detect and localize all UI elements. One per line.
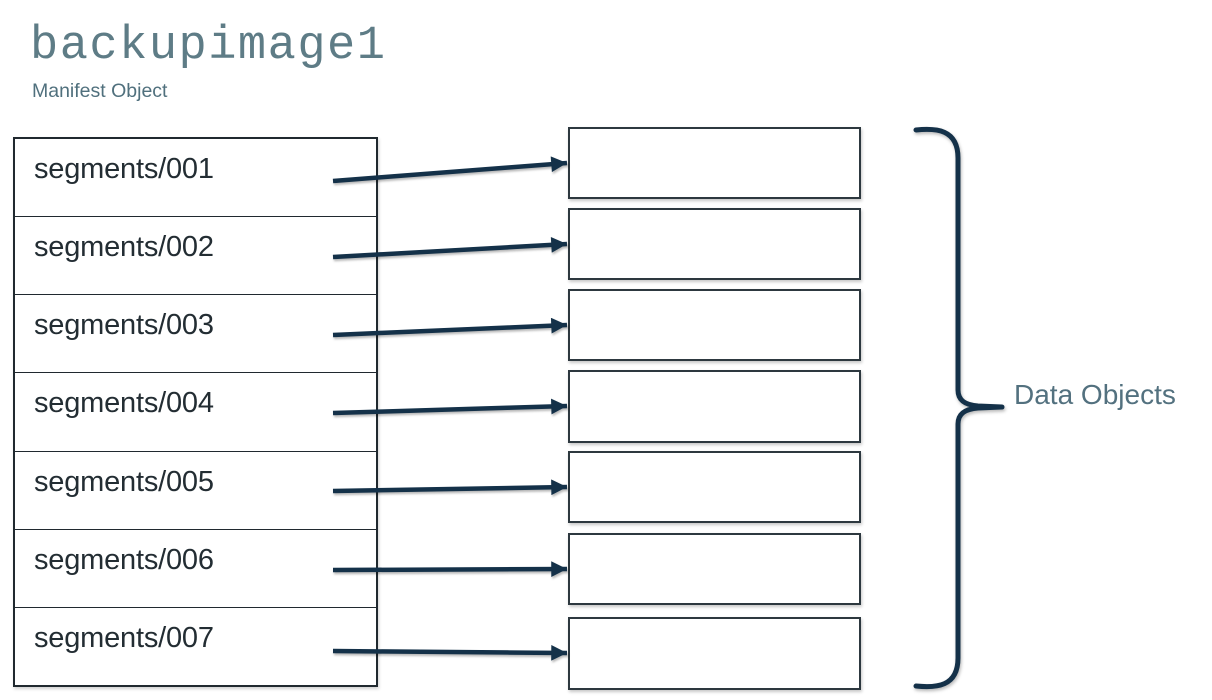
manifest-row-label: segments/005 <box>34 465 214 498</box>
manifest-row: segments/002 <box>15 217 376 296</box>
manifest-row-label: segments/006 <box>34 543 214 576</box>
manifest-row-label: segments/002 <box>34 231 214 264</box>
manifest-row-label: segments/001 <box>34 153 214 186</box>
manifest-row-label: segments/007 <box>34 621 214 654</box>
data-objects-label: Data Objects <box>1014 379 1176 410</box>
diagram-subtitle: Manifest Object <box>32 80 168 102</box>
manifest-row: segments/007 <box>15 608 376 685</box>
data-object-box <box>568 533 861 605</box>
right-curly-brace-icon <box>913 126 1005 690</box>
data-object-box <box>568 208 861 280</box>
data-object-box <box>568 451 861 523</box>
diagram-title: backupimage1 <box>30 20 387 73</box>
data-object-box <box>568 127 861 199</box>
data-object-box <box>568 370 861 443</box>
manifest-row-label: segments/004 <box>34 387 214 420</box>
manifest-row: segments/004 <box>15 373 376 452</box>
data-object-box <box>568 289 861 361</box>
manifest-row: segments/001 <box>15 139 376 218</box>
manifest-row: segments/006 <box>15 530 376 608</box>
manifest-row-label: segments/003 <box>34 309 214 342</box>
manifest-row: segments/005 <box>15 452 376 530</box>
manifest-row: segments/003 <box>15 295 376 374</box>
data-object-box <box>568 617 861 690</box>
manifest-table: segments/001 segments/002 segments/003 segm… <box>13 137 378 687</box>
